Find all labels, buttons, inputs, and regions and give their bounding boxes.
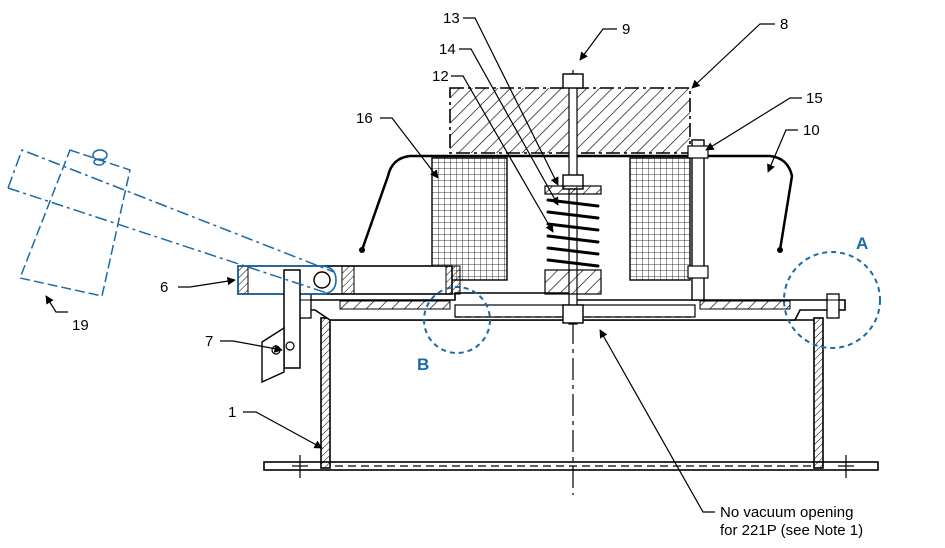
detail-circle-a: [783, 251, 881, 349]
stem-and-spring: [544, 70, 602, 495]
callout-10: 10: [803, 122, 820, 139]
callout-13: 13: [443, 10, 460, 27]
callout-9: 9: [622, 21, 630, 38]
screen-mesh: [431, 157, 691, 281]
callout-6: 6: [160, 279, 168, 296]
weather-hood: [359, 154, 794, 253]
leader-lines: [45, 17, 802, 513]
valve-body: [320, 317, 824, 469]
detail-circle-b: [423, 286, 491, 354]
callout-16: 16: [356, 110, 373, 127]
base-flange: [263, 455, 879, 478]
callout-12: 12: [432, 68, 449, 85]
callout-19: 19: [72, 317, 89, 334]
callout-7: 7: [205, 333, 213, 350]
open-position-phantom: [7, 149, 335, 297]
callout-15: 15: [806, 90, 823, 107]
note-line-2: for 221P (see Note 1): [720, 522, 863, 539]
detail-label-b: B: [417, 355, 429, 374]
detail-label-a: A: [856, 234, 868, 253]
guide-post: [687, 139, 709, 301]
lever-arm: [237, 265, 461, 295]
note-line-1: No vacuum opening: [720, 504, 853, 521]
callout-1: 1: [228, 404, 236, 421]
callout-8: 8: [780, 16, 788, 33]
latch: [261, 269, 301, 384]
callout-14: 14: [439, 41, 456, 58]
